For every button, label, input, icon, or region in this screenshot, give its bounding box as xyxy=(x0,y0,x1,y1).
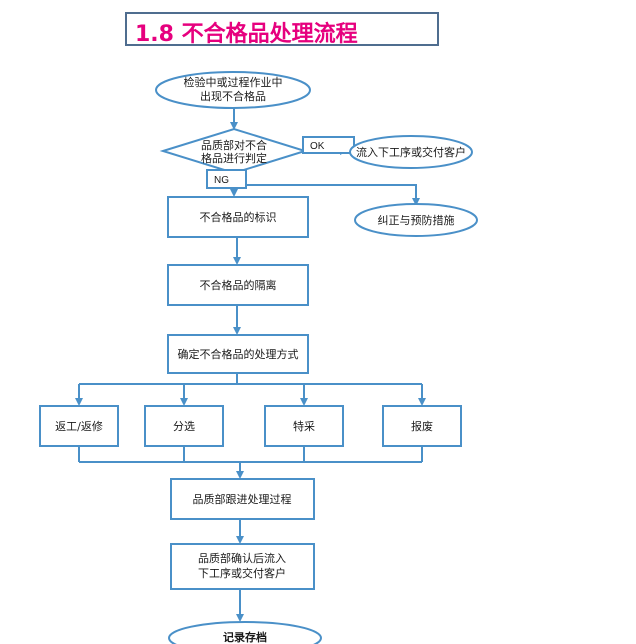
method-text: 确定不合格品的处理方式 xyxy=(178,347,299,361)
option-scrap: 报废 xyxy=(382,405,462,447)
ok-result-text: 流入下工序或交付客户 xyxy=(356,145,466,159)
ok-tag: OK xyxy=(302,136,355,154)
confirm-line-2: 下工序或交付客户 xyxy=(198,566,286,580)
isolate-text: 不合格品的隔离 xyxy=(200,278,277,292)
start-node: 检验中或过程作业中 出现不合格品 xyxy=(155,71,311,109)
arrow-to-corrective xyxy=(234,184,420,206)
identify-text: 不合格品的标识 xyxy=(200,210,277,224)
option-rework-text: 返工/返修 xyxy=(55,419,103,433)
method-node: 确定不合格品的处理方式 xyxy=(167,334,309,374)
connectors xyxy=(75,107,426,622)
corrective-text: 纠正与预防措施 xyxy=(378,213,455,227)
archive-text: 记录存档 xyxy=(223,630,267,644)
archive-node: 记录存档 xyxy=(168,621,322,644)
option-sort: 分选 xyxy=(144,405,224,447)
follow-node: 品质部跟进处理过程 xyxy=(170,478,315,520)
title-box: 1.8 不合格品处理流程 xyxy=(125,12,439,47)
decision-line-1: 品质部对不合 xyxy=(201,138,267,152)
follow-text: 品质部跟进处理过程 xyxy=(193,492,292,506)
ok-label: OK xyxy=(310,141,325,152)
start-line-1: 检验中或过程作业中 xyxy=(184,75,283,89)
identify-node: 不合格品的标识 xyxy=(167,196,309,238)
decision-line-2: 格品进行判定 xyxy=(201,151,267,165)
ng-label: NG xyxy=(214,175,229,186)
option-rework: 返工/返修 xyxy=(39,405,119,447)
corrective-node: 纠正与预防措施 xyxy=(354,203,478,237)
page-title: 1.8 不合格品处理流程 xyxy=(135,22,358,47)
option-sort-text: 分选 xyxy=(173,420,195,433)
option-scrap-text: 报废 xyxy=(411,419,433,433)
isolate-node: 不合格品的隔离 xyxy=(167,264,309,306)
confirm-node: 品质部确认后流入 下工序或交付客户 xyxy=(170,543,315,590)
option-special: 特采 xyxy=(264,405,344,447)
ng-tag: NG xyxy=(206,169,247,189)
option-special-text: 特采 xyxy=(293,419,315,433)
confirm-line-1: 品质部确认后流入 xyxy=(198,551,286,565)
ok-result-node: 流入下工序或交付客户 xyxy=(349,135,473,169)
start-line-2: 出现不合格品 xyxy=(200,89,266,103)
decision-node: 品质部对不合 格品进行判定 xyxy=(159,127,309,175)
